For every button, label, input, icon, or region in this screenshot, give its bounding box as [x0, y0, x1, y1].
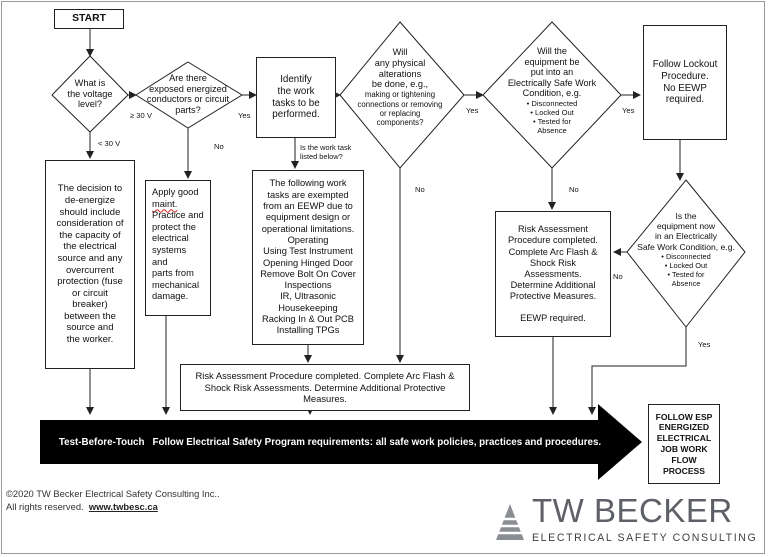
identify-text: Identify the work tasks to be performed. — [272, 74, 320, 121]
copyright-block: ©2020 TW Becker Electrical Safety Consul… — [6, 487, 220, 513]
exempt-task-item: Opening Hinged Door — [263, 257, 353, 268]
esp-process-text: FOLLOW ESP ENERGIZED ELECTRICAL JOB WORK… — [655, 411, 713, 476]
maintenance-rest: Practice and protect the electrical syst… — [152, 210, 204, 302]
brand-name: TW BECKER — [532, 492, 733, 529]
voltage-decision-diamond — [51, 55, 129, 133]
esw-now-question: Is the equipment now in an Electrically … — [634, 211, 738, 288]
esw-now-main: Is the equipment now in an Electrically … — [637, 211, 735, 252]
alteration-no-label: No — [415, 185, 425, 194]
safety-program-banner: Test-Before-Touch Follow Electrical Safe… — [40, 428, 620, 456]
alteration-main: Will any physical alterations be done, e… — [371, 47, 429, 90]
exposed-no-label: No — [214, 142, 224, 151]
exposed-question: Are there exposed energized conductors o… — [146, 73, 230, 115]
exempt-task-item: Racking In & Out PCB — [262, 313, 354, 324]
esw-now-no-label: No — [613, 272, 623, 281]
start-terminal: START — [54, 9, 124, 29]
esw-now-item: • Tested for Absence — [667, 269, 705, 288]
rights-line: All rights reserved. www.twbesc.ca — [6, 501, 158, 512]
exposed-yes-label: Yes — [238, 111, 251, 120]
exempt-task-item: Operating — [287, 234, 329, 245]
low-voltage-label: < 30 V — [98, 139, 121, 148]
maintenance-line2: maint. — [152, 198, 178, 209]
esw-now-decision-diamond — [626, 179, 746, 328]
exempt-task-item: Installing TPGs — [276, 325, 340, 336]
deenergize-box: The decision to de-energize should inclu… — [45, 160, 135, 369]
exempt-task-item: Housekeeping — [278, 302, 338, 313]
alteration-yes-label: Yes — [466, 106, 479, 115]
lockout-box: Follow Lockout Procedure. No EEWP requir… — [643, 25, 727, 140]
center-risk-text: Risk Assessment Procedure completed. Com… — [195, 370, 455, 405]
esw-now-yes-label: Yes — [698, 340, 711, 349]
high-voltage-label: ≥ 30 V — [130, 111, 152, 120]
esw-item: • Locked Out — [530, 107, 574, 117]
esp-process-box: FOLLOW ESP ENERGIZED ELECTRICAL JOB WORK… — [648, 404, 720, 484]
center-risk-assessment-box: Risk Assessment Procedure completed. Com… — [180, 364, 470, 411]
task-listed-label: Is the work task listed below? — [300, 143, 352, 161]
esw-items: • Disconnected • Locked Out • Tested for… — [498, 99, 606, 135]
alteration-question: Will any physical alterations be done, e… — [348, 47, 452, 128]
website-link[interactable]: www.twbesc.ca — [88, 501, 158, 512]
logo-triangle-mark — [495, 504, 525, 540]
esw-main: Will the equipment be put into an Electr… — [507, 46, 597, 99]
exempt-task-item: Remove Bolt On Cover — [260, 268, 356, 279]
identify-tasks-box: Identify the work tasks to be performed. — [256, 57, 336, 138]
maintenance-box: Apply good maint. Practice and protect t… — [145, 180, 211, 316]
alteration-decision-diamond — [339, 21, 465, 169]
esw-now-items: • Disconnected • Locked Out • Tested for… — [634, 252, 738, 288]
esw-now-item: • Disconnected — [661, 251, 711, 261]
right-risk-text: Risk Assessment Procedure completed. Com… — [508, 224, 598, 302]
eewp-required-text: EEWP required. — [520, 312, 586, 323]
maintenance-line1: Apply good — [152, 187, 199, 197]
start-label: START — [72, 13, 106, 25]
exempt-task-list: Operating Using Test Instrument Opening … — [260, 235, 356, 337]
esw-decision-diamond — [482, 21, 622, 169]
copyright-line: ©2020 TW Becker Electrical Safety Consul… — [6, 488, 220, 499]
esw-no-label: No — [569, 185, 579, 194]
right-risk-assessment-box: Risk Assessment Procedure completed. Com… — [495, 211, 611, 337]
exempt-task-item: IR, Ultrasonic — [280, 291, 336, 302]
esw-yes-label: Yes — [622, 106, 635, 115]
exempt-task-item: Using Test Instrument — [263, 246, 353, 257]
alteration-sub: making or tightening connections or remo… — [357, 90, 443, 128]
deenergize-text: The decision to de-energize should inclu… — [56, 183, 124, 346]
test-before-touch-label: Test-Before-Touch — [58, 436, 145, 448]
esw-now-item: • Locked Out — [664, 260, 708, 270]
exempt-task-item: Inspections — [284, 280, 332, 291]
banner-arrow-shape — [40, 404, 642, 480]
banner-text: Follow Electrical Safety Program require… — [152, 436, 602, 448]
voltage-question: What is the voltage level? — [67, 78, 113, 110]
exposed-decision-diamond — [135, 61, 243, 129]
exempt-intro: The following work tasks are exempted fr… — [261, 178, 355, 234]
exempt-tasks-box: The following work tasks are exempted fr… — [252, 170, 364, 345]
esw-item: • Disconnected — [526, 98, 578, 108]
lockout-text: Follow Lockout Procedure. No EEWP requir… — [652, 59, 718, 106]
brand-tagline: ELECTRICAL SAFETY CONSULTING — [532, 532, 758, 544]
esw-question: Will the equipment be put into an Electr… — [498, 46, 606, 135]
esw-item: • Tested for Absence — [533, 116, 571, 135]
